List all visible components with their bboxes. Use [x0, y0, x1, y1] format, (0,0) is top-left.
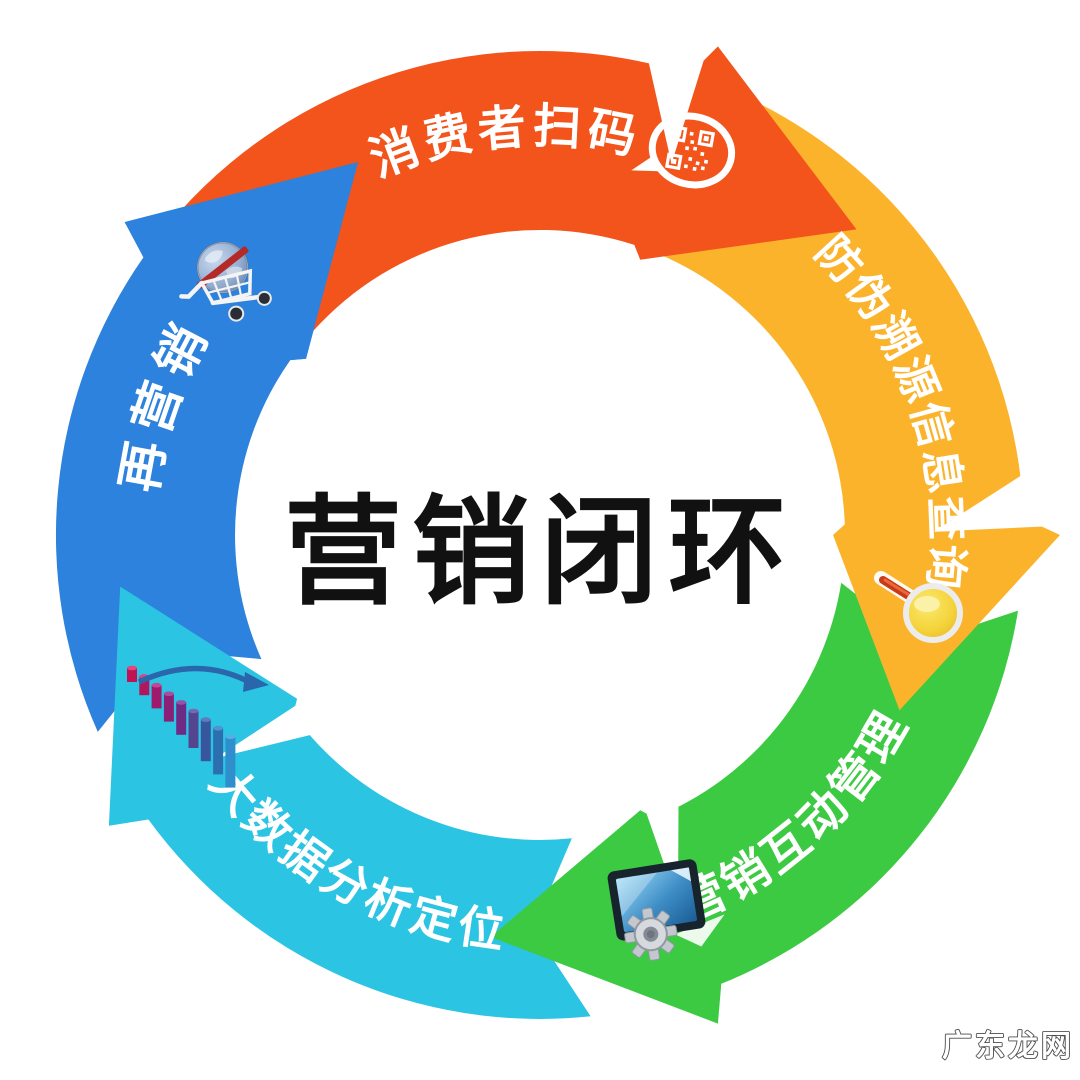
page-title: 营销闭环	[284, 483, 796, 621]
arrow-notch	[934, 476, 1052, 532]
magnifier-icon	[874, 571, 963, 643]
shopping-cart-globe-icon	[179, 241, 272, 322]
gear-icon	[624, 907, 678, 961]
arrow-bigdata	[108, 586, 591, 1019]
arrow-notch	[648, 50, 707, 164]
watermark: 广东龙网	[942, 1029, 1074, 1064]
arrow-notch	[215, 699, 310, 759]
qr-code-bubble-icon	[631, 112, 736, 189]
trend-arrow	[137, 665, 255, 687]
bar-steps	[127, 665, 236, 788]
computer-gear-icon	[607, 859, 725, 961]
bar-chart-rise-icon	[127, 665, 269, 788]
